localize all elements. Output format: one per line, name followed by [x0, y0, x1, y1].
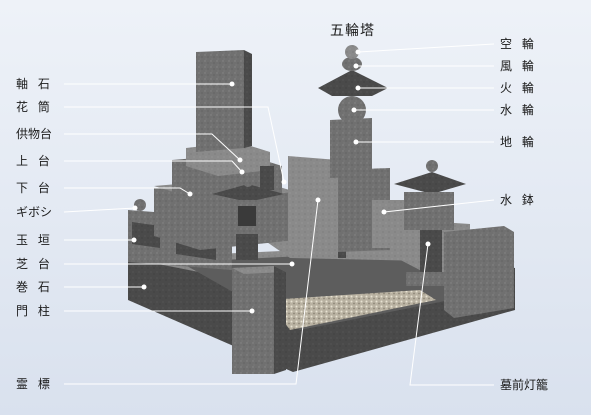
label-tamagaki: 玉 垣 — [16, 233, 53, 247]
label-chirin: 地 輪 — [500, 135, 537, 149]
label-mizubachi: 水 鉢 — [500, 193, 537, 207]
fuurin-shape — [342, 57, 362, 71]
label-giboshi: ギボシ — [16, 205, 53, 219]
giboshi-right-shape — [170, 220, 182, 232]
label-shibadai: 芝 台 — [16, 257, 53, 271]
label-jikuishi: 軸 石 — [16, 77, 53, 91]
shaft-stone-side — [244, 50, 252, 148]
chirin-shape — [330, 118, 372, 178]
label-monchu: 門 柱 — [16, 304, 53, 318]
lantern-right-finial — [426, 160, 438, 172]
flower-vase-shape — [260, 166, 274, 190]
lantern-left-roof — [212, 184, 284, 202]
label-fuurin: 風 輪 — [500, 59, 537, 73]
label-kumotsudai: 供物台 — [16, 127, 53, 141]
lantern-left-window — [238, 206, 256, 226]
shaft-stone-front — [196, 50, 244, 152]
kurin-shape — [345, 45, 359, 59]
lantern-right-body — [404, 192, 454, 230]
gorinto-title: 五輪塔 — [330, 23, 375, 39]
label-karin: 火 輪 — [500, 81, 537, 95]
lantern-left-post — [236, 234, 258, 260]
label-makiishi: 巻 石 — [16, 280, 53, 294]
label-gedai: 下 台 — [16, 181, 53, 195]
gate-post-left-side — [274, 266, 286, 374]
giboshi-left-shape — [134, 199, 146, 211]
label-tourou: 墓前灯籠 — [500, 378, 549, 392]
lantern-left-finial — [243, 177, 253, 187]
label-hanazutsu: 花 筒 — [16, 100, 53, 114]
suirin-shape — [338, 96, 366, 124]
label-joudai: 上 台 — [16, 154, 53, 168]
gate-post-left-front — [232, 266, 274, 374]
label-kurin: 空 輪 — [500, 37, 537, 51]
label-reihyo: 霊 標 — [16, 377, 53, 391]
gate-right-shape — [444, 226, 514, 318]
lantern-right-roof — [394, 172, 466, 194]
lantern-right-post — [420, 230, 442, 274]
label-suirin: 水 輪 — [500, 103, 537, 117]
karin-shape — [318, 70, 388, 96]
